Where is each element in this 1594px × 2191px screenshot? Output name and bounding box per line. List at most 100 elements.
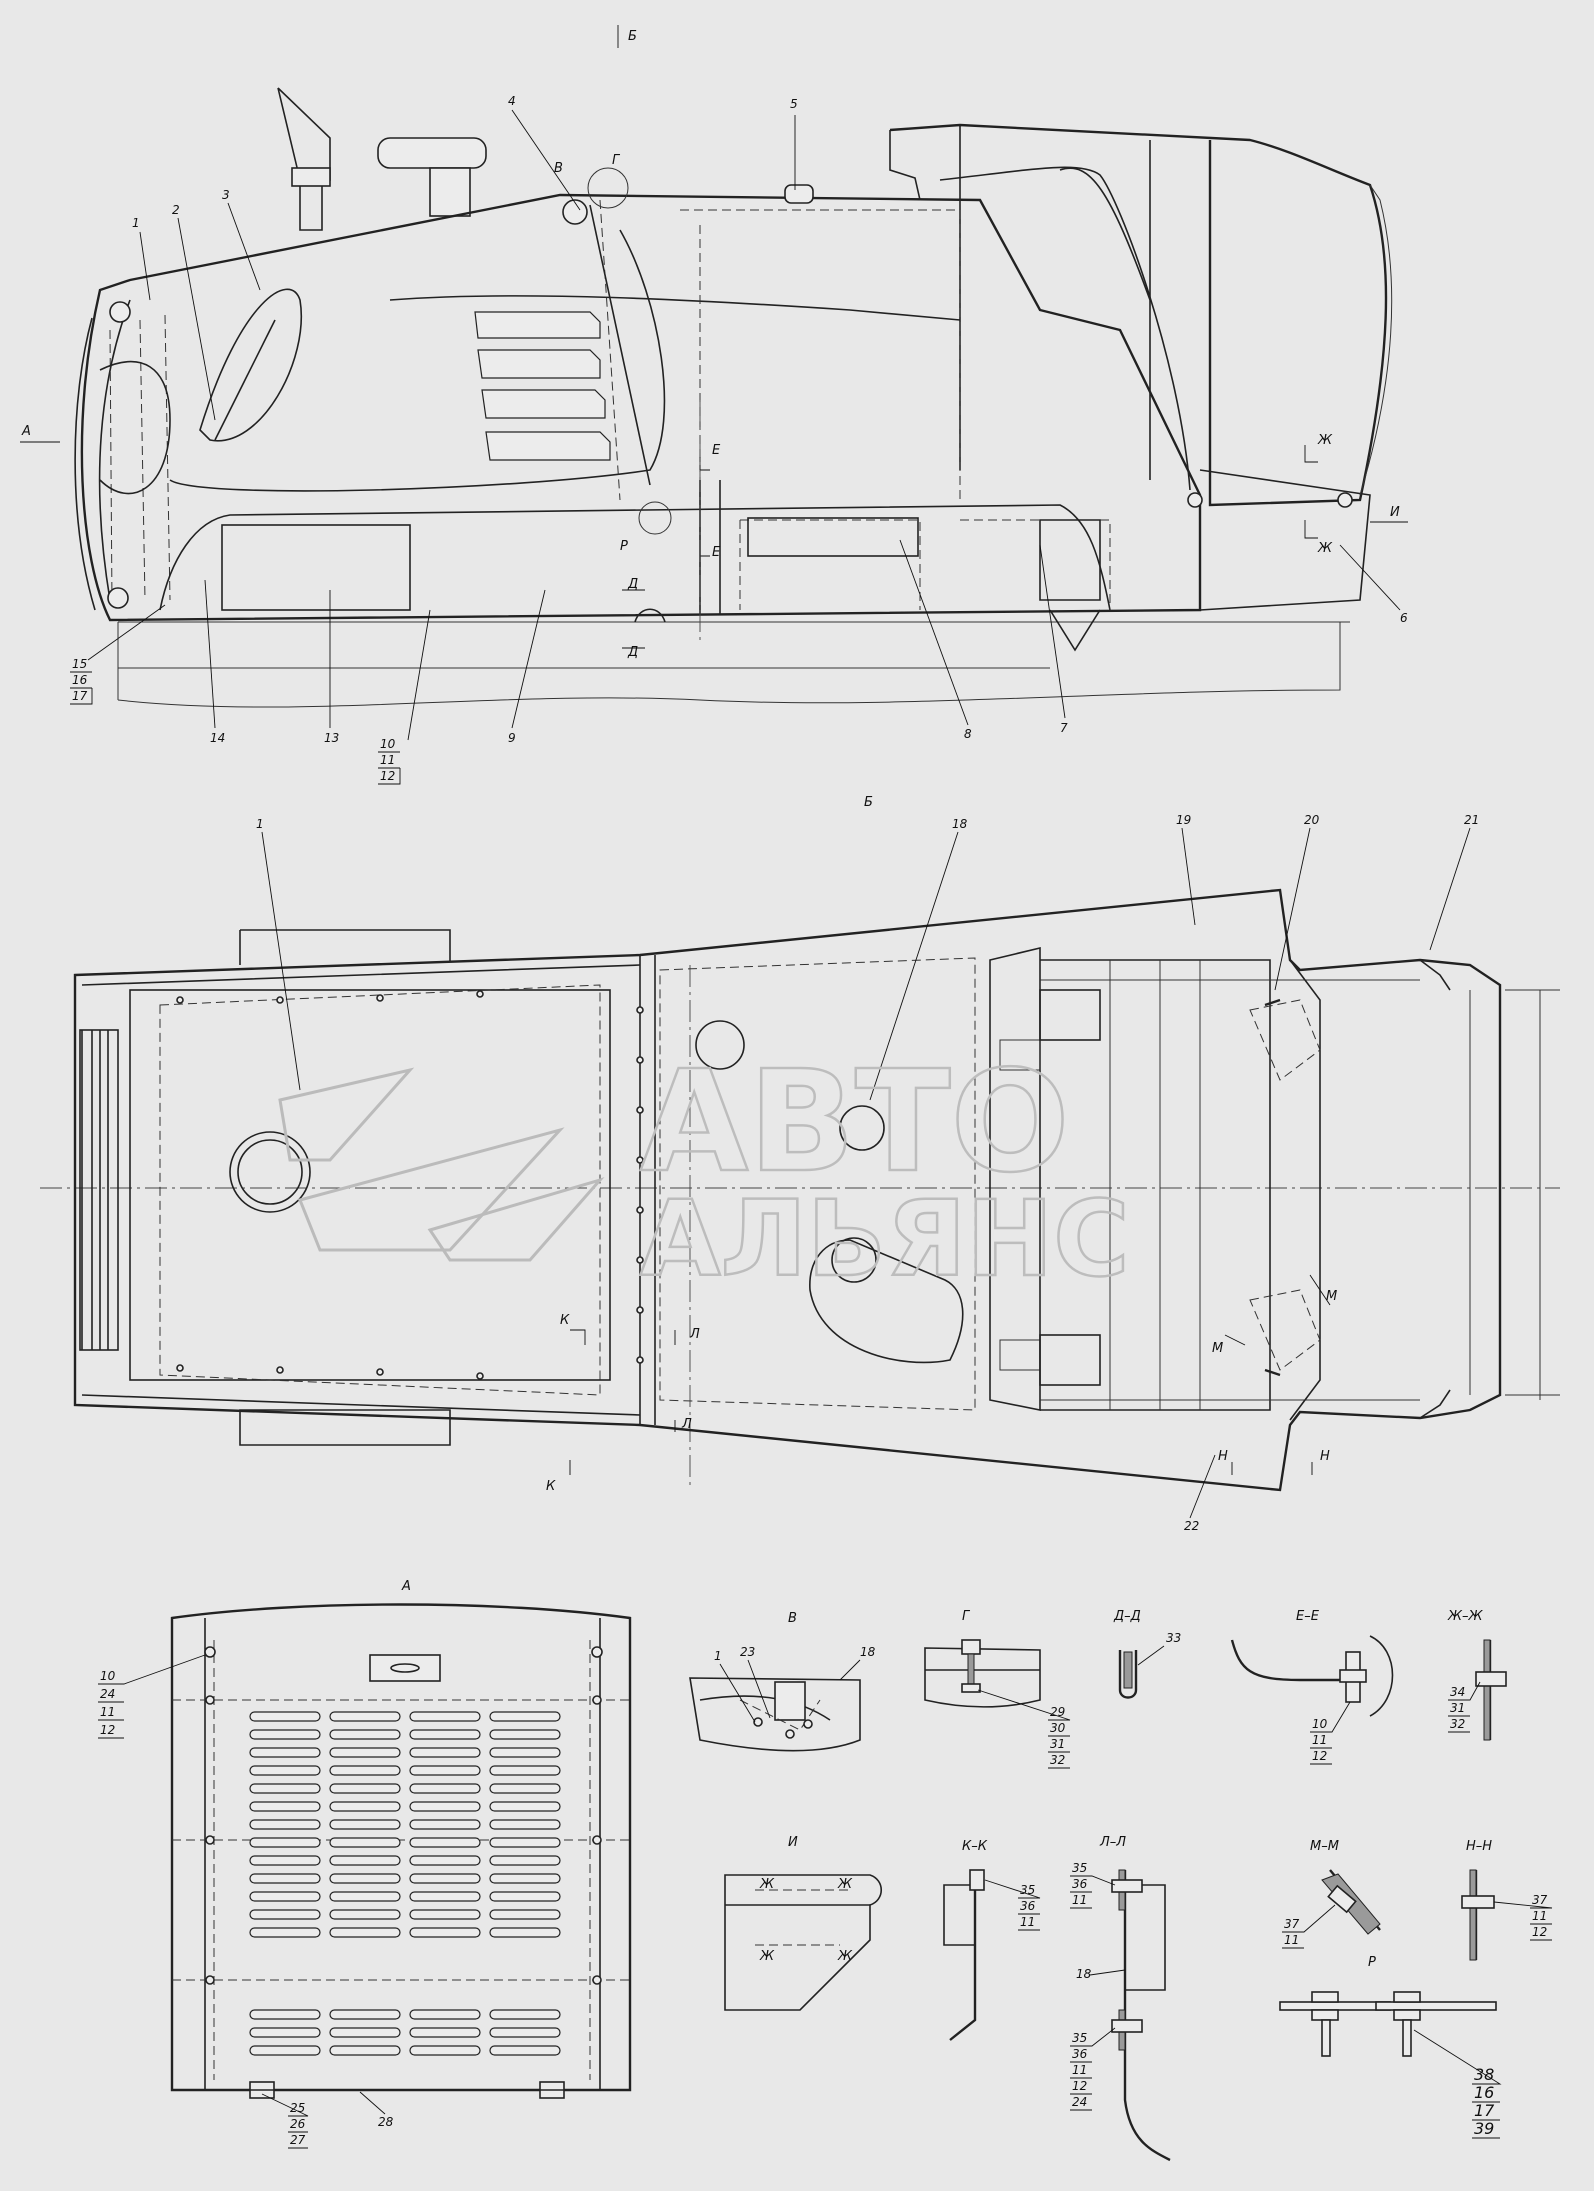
side-view: 1 2 3 4 5 6 7 8 9 13 14 15 16 17 10 11 1…: [20, 25, 1408, 785]
grille-slot: [329, 1855, 401, 1866]
detail-g-stack-31: 31: [1050, 1737, 1065, 1751]
detail-ll-bot-36: 36: [1072, 2047, 1088, 2061]
plan-callout-22: 22: [1184, 1519, 1199, 1533]
detail-r-title: Р: [1368, 1955, 1376, 1970]
watermark-line2: АЛЬЯНС: [640, 1178, 1130, 1300]
callout-3: 3: [222, 188, 230, 202]
section-mark-d2: Д: [627, 645, 638, 660]
detail-kk-title: К–К: [962, 1839, 988, 1854]
callout-6: 6: [1400, 611, 1408, 625]
watermark-line1: АВТО: [640, 1041, 1070, 1204]
detail-mm-stack-11: 11: [1284, 1933, 1299, 1947]
detail-ll-bot-24: 24: [1072, 2095, 1087, 2109]
detail-i-mark-2: Ж: [837, 1877, 853, 1892]
detail-zhzh: Ж–Ж 34 31 32: [1447, 1609, 1507, 1741]
detail-g-title: Г: [962, 1609, 971, 1624]
detail-nn: Н–Н 37 11 12: [1461, 1839, 1553, 1961]
detail-ee-title: Е–Е: [1296, 1609, 1320, 1624]
grille-slot: [329, 2009, 401, 2020]
detail-ee: Е–Е 10 11 12: [1230, 1609, 1394, 1765]
grille-slot: [329, 1711, 401, 1722]
grille-slot: [409, 2027, 481, 2038]
stack-10-a: 10: [380, 737, 396, 751]
grille-slot: [409, 1927, 481, 1938]
grille-stack-12: 12: [100, 1723, 115, 1737]
grille-slot: [329, 1765, 401, 1776]
detail-ee-stack-11: 11: [1312, 1733, 1327, 1747]
grille-slot: [249, 1747, 321, 1758]
detail-ee-stack-12: 12: [1312, 1749, 1327, 1763]
stack-15-a: 15: [72, 657, 87, 671]
section-mark-n1: Н: [1218, 1449, 1228, 1464]
stack-15-b: 16: [72, 673, 88, 687]
section-mark-g: Г: [612, 153, 621, 168]
view-mark-b-mid: Б: [864, 795, 873, 810]
detail-ll: Л–Л 35 36 11 18 35 36 11 12 24: [1070, 1835, 1171, 2162]
grille-slot: [249, 1783, 321, 1794]
section-mark-e2: Е: [712, 545, 721, 560]
detail-nn-stack-37: 37: [1532, 1893, 1548, 1907]
detail-kk-stack-11: 11: [1020, 1915, 1035, 1929]
section-mark-k1: К: [560, 1313, 570, 1328]
grille-slot: [329, 1927, 401, 1938]
grille-slot: [249, 1765, 321, 1776]
section-mark-k2: К: [546, 1479, 556, 1494]
detail-r-stack-39: 39: [1474, 2119, 1494, 2138]
grille-slot: [489, 1873, 561, 1884]
grille-slot: [409, 2009, 481, 2020]
grille-slot: [329, 1837, 401, 1848]
detail-i-title: И: [788, 1835, 798, 1850]
grille-slot: [409, 1837, 481, 1848]
detail-ll-top-36: 36: [1072, 1877, 1088, 1891]
detail-r-stack-16: 16: [1474, 2083, 1494, 2102]
detail-kk: К–К 35 36 11: [943, 1839, 1041, 2041]
grille-stack-26: 26: [290, 2117, 306, 2131]
callout-7: 7: [1060, 721, 1068, 735]
grille-slot: [489, 1711, 561, 1722]
grille-callout-28: 28: [378, 2115, 394, 2129]
detail-r: Р 38 16 17 39: [1279, 1955, 1502, 2139]
detail-i-mark-3: Ж: [759, 1949, 775, 1964]
grille-slot: [329, 1801, 401, 1812]
detail-g-stack-32: 32: [1050, 1753, 1065, 1767]
section-mark-v: В: [554, 161, 563, 176]
stack-10-b: 11: [380, 753, 395, 767]
callout-14: 14: [210, 731, 225, 745]
plan-view: Б: [40, 795, 1560, 1533]
plan-callout-19: 19: [1176, 813, 1191, 827]
detail-i-mark-1: Ж: [759, 1877, 775, 1892]
detail-i-mark-4: Ж: [837, 1949, 853, 1964]
detail-zhzh-stack-31: 31: [1450, 1701, 1465, 1715]
section-mark-zh2: Ж: [1317, 541, 1333, 556]
detail-ee-stack-10: 10: [1312, 1717, 1328, 1731]
detail-mm-title: М–М: [1310, 1839, 1339, 1854]
detail-g: Г 29 30 31 32: [924, 1609, 1071, 1769]
grille-slot: [329, 1729, 401, 1740]
callout-8: 8: [964, 727, 972, 741]
section-mark-l1: Л: [689, 1327, 700, 1342]
grille-slot: [249, 1837, 321, 1848]
grille-view: А 10 24 11 12 25 26 27 28: [98, 1579, 632, 2149]
section-mark-e1: Е: [712, 443, 721, 458]
view-mark-b-top: Б: [628, 29, 637, 44]
grille-slot: [409, 2045, 481, 2056]
detail-ll-title: Л–Л: [1099, 1835, 1126, 1850]
grille-slot: [489, 1855, 561, 1866]
plan-callout-1: 1: [256, 817, 264, 831]
grille-slot: [409, 1819, 481, 1830]
grille-slot: [249, 1909, 321, 1920]
grille-slot: [409, 1729, 481, 1740]
detail-zhzh-title: Ж–Ж: [1447, 1609, 1484, 1624]
detail-kk-stack-36: 36: [1020, 1899, 1036, 1913]
detail-v: В 1 23 18: [689, 1611, 876, 1752]
grille-slot: [329, 1891, 401, 1902]
stack-10-c: 12: [380, 769, 395, 783]
grille-slot: [489, 1765, 561, 1776]
detail-v-title: В: [788, 1611, 797, 1626]
grille-slot: [249, 2045, 321, 2056]
grille-slot: [489, 1837, 561, 1848]
detail-r-stack-17: 17: [1474, 2101, 1495, 2120]
detail-nn-title: Н–Н: [1466, 1839, 1492, 1854]
